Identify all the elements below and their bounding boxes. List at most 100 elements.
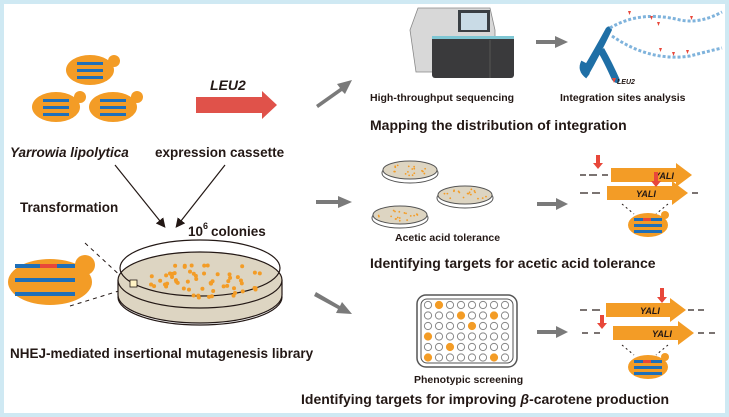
acetic-label: Acetic acid tolerance (395, 232, 500, 244)
zoom-guide-line (84, 242, 126, 281)
gene-arrow-yali (607, 181, 688, 205)
gene-label: YALI (636, 189, 656, 199)
figure-panel: LEU2 Yarrowia lipolytica expression cass… (4, 4, 725, 413)
colony-dot (470, 188, 473, 191)
colony-dot (227, 272, 232, 277)
well-hit (434, 300, 444, 310)
multiwell-plate (416, 294, 518, 368)
well (500, 300, 510, 310)
colony-dot (468, 191, 471, 194)
well (500, 311, 510, 320)
colony-dot (191, 293, 196, 298)
colony-dot (211, 289, 216, 294)
well-hit (456, 311, 466, 320)
carotene-title: Identifying targets for improving β-caro… (301, 391, 669, 407)
colony-dot (395, 218, 397, 220)
well (500, 342, 510, 352)
acetic-plate (381, 160, 439, 184)
colony-dot (406, 219, 409, 221)
well (423, 300, 433, 310)
arrow-to-acetic-targets (537, 198, 568, 210)
colony-dot (423, 172, 426, 175)
colony-dot (398, 210, 401, 213)
colony-dot (152, 284, 157, 289)
mapping-title: Mapping the distribution of integration (370, 117, 627, 133)
well-hit (467, 321, 477, 331)
yeast-species-label: Yarrowia lipolytica (10, 145, 129, 160)
colony-dot (407, 170, 409, 173)
colony-dot (240, 264, 245, 269)
colony-dot (158, 278, 163, 283)
colony-dot (396, 216, 399, 219)
colony-dot (396, 164, 399, 167)
well-hit (489, 353, 499, 362)
colony-dot (172, 271, 177, 276)
well (467, 300, 477, 310)
colony-dot (413, 214, 416, 217)
colony-dot (469, 193, 472, 196)
well (434, 353, 444, 362)
yeast-cell-icon (32, 91, 86, 122)
colony-dot (394, 166, 397, 169)
colony-dot (240, 289, 245, 294)
mutant-yeast-cell-icon (8, 255, 95, 305)
colony-dot (466, 192, 469, 195)
colony-dot (170, 274, 175, 279)
colony-dot (422, 170, 424, 173)
colony-dot (257, 271, 262, 276)
leu2-cassette-arrow (196, 91, 277, 119)
well (489, 332, 499, 341)
library-petri-dish (117, 239, 283, 326)
well (456, 300, 466, 310)
colony-dot (164, 273, 169, 278)
colony-dot (462, 196, 465, 199)
colony-dot (413, 167, 416, 170)
acetic-title: Identifying targets for acetic acid tole… (370, 255, 656, 271)
well (500, 353, 510, 362)
cassette-label: expression cassette (155, 145, 285, 160)
zoom-guide-line (69, 289, 123, 307)
colony-dot (446, 192, 449, 195)
colony-dot (398, 217, 401, 219)
well (500, 321, 510, 331)
well (478, 332, 488, 341)
colony-dot (392, 209, 395, 212)
colony-dot (191, 271, 196, 276)
colony-dot (443, 192, 446, 195)
colony-dot (215, 272, 220, 277)
well (445, 332, 455, 341)
insertion-marker-icon (657, 288, 667, 303)
well (445, 311, 455, 320)
colony-dot (424, 167, 427, 170)
workflow-diagram: LEU2 Yarrowia lipolytica expression cass… (8, 7, 723, 407)
well (445, 300, 455, 310)
colony-dot (411, 174, 414, 177)
well (434, 332, 444, 341)
colony-dot (232, 286, 237, 291)
well (500, 332, 510, 341)
colony-dot (221, 284, 226, 289)
well (434, 342, 444, 352)
colony-dot (481, 197, 484, 199)
colony-dot (405, 212, 407, 215)
colony-dot (453, 190, 455, 193)
well (423, 342, 433, 352)
gene-label: YALI (652, 329, 672, 339)
insertion-marker-icon (593, 155, 603, 169)
colony-dot (390, 215, 393, 218)
colony-dot (228, 275, 233, 280)
well-hit (423, 332, 433, 341)
well (423, 321, 433, 331)
yeast-cell-icon (66, 55, 120, 85)
chromosome-dna-icon (579, 10, 723, 83)
well (445, 321, 455, 331)
well-hit (423, 353, 433, 362)
colony-dot (413, 165, 416, 168)
well (456, 321, 466, 331)
well (445, 353, 455, 362)
well (489, 300, 499, 310)
colony-dot (413, 172, 416, 175)
gene-arrow-yali (606, 298, 686, 322)
colony-dot (378, 215, 380, 218)
